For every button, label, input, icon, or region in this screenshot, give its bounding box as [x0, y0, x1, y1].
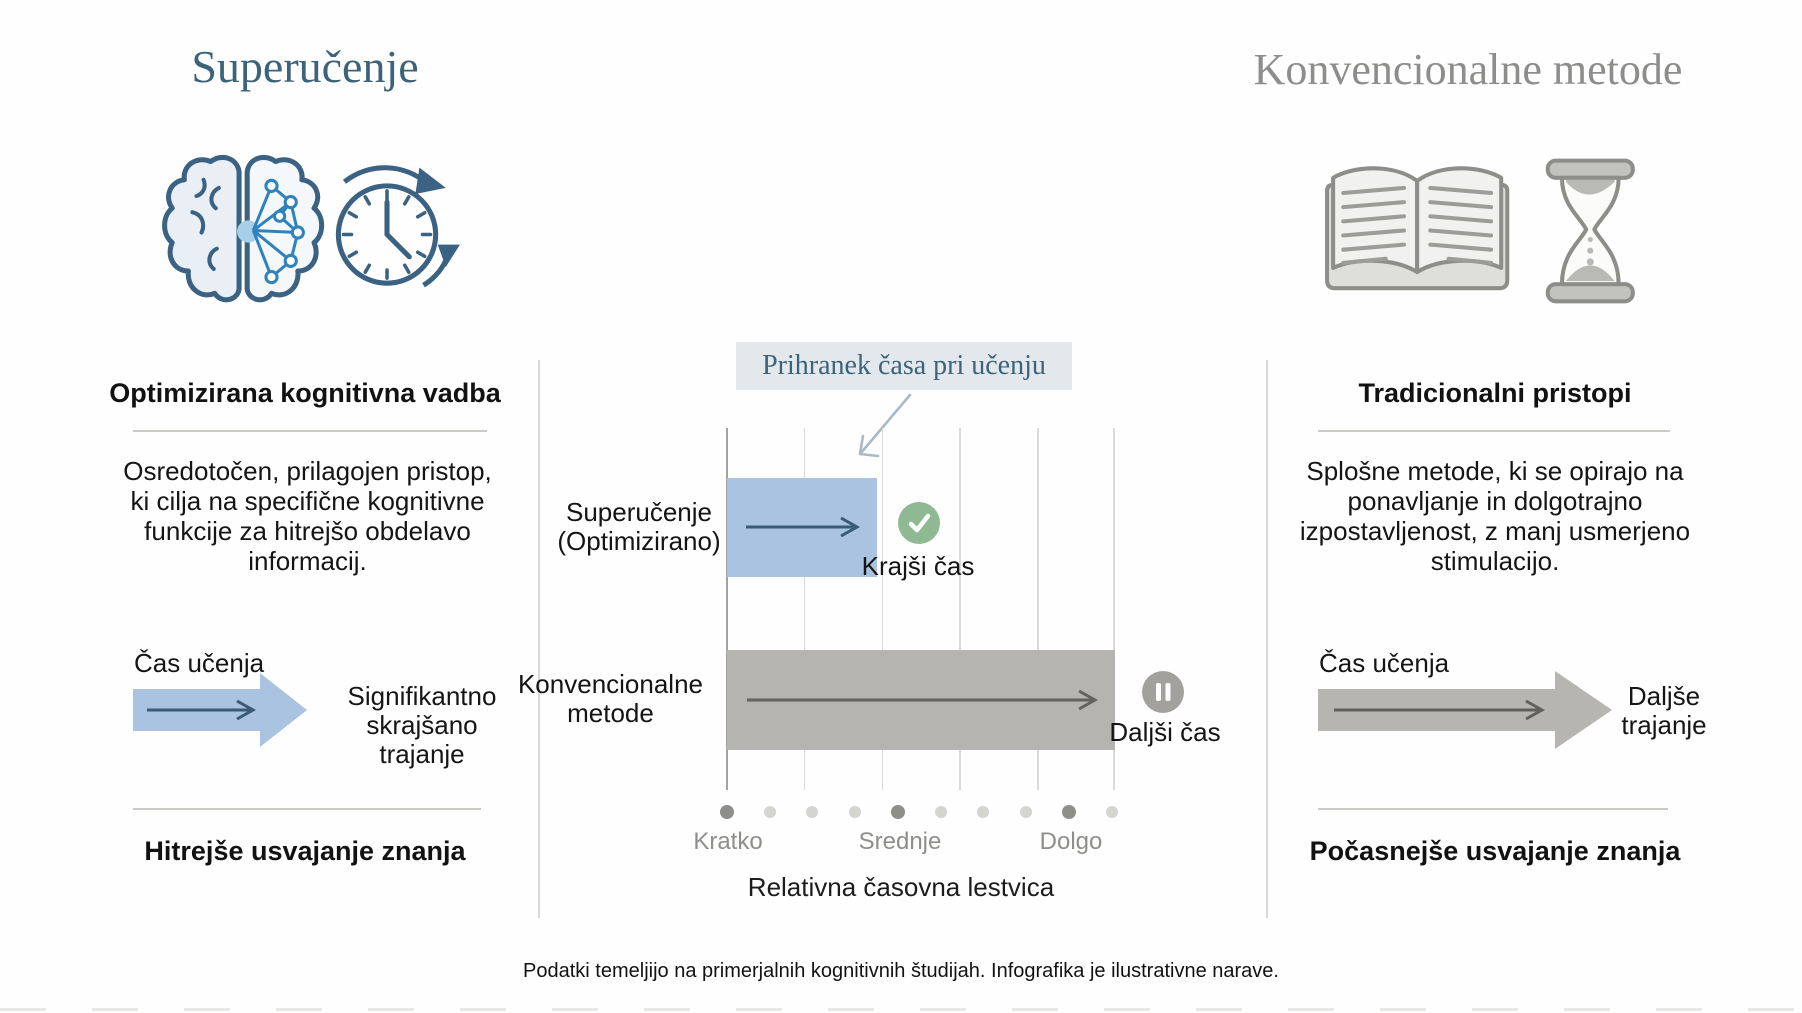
right-divider-bottom [1318, 808, 1668, 810]
chart-row-label-konvencionalne: Konvencionalne metode [517, 669, 704, 728]
left-divider-top [133, 430, 487, 432]
left-panel-paragraph: Osredotočen, prilagojen pristop, ki cilj… [123, 456, 492, 576]
pause-badge [1142, 671, 1184, 713]
axis-tick-srednje: Srednje [858, 828, 942, 855]
right-panel-summary: Počasnejše usvajanje znanja [1309, 836, 1681, 866]
scale-dot-dark [890, 805, 905, 819]
pause-icon [1156, 683, 1171, 701]
callout-pointer-arrow-icon [858, 393, 912, 458]
scale-dot-dark [1061, 805, 1076, 819]
scale-dot-dark [720, 805, 734, 819]
check-badge [898, 502, 940, 544]
scale-dot-light [806, 806, 819, 818]
chart-bar-superucenje [727, 478, 877, 577]
chart-caption-daljsi-cas: Daljši čas [1109, 717, 1221, 747]
right-panel-heading: Tradicionalni pristopi [1358, 378, 1632, 408]
right-arrow-caption: Daljše trajanje [1621, 681, 1707, 740]
chart-caption-krajsi-cas: Krajši čas [861, 551, 975, 581]
left-panel-title: Superučenje [191, 41, 419, 92]
left-panel-heading: Optimizirana kognitivna vadba [109, 378, 501, 408]
chart-row-label-superucenje: Superučenje (Optimizirano) [557, 497, 721, 556]
left-panel-summary: Hitrejše usvajanje znanja [144, 836, 466, 866]
bar-arrow-icon [746, 516, 861, 538]
scale-dot-light [764, 806, 777, 818]
relative-scale-dots [720, 804, 1118, 820]
footnote: Podatki temeljijo na primerjalnih kognit… [523, 960, 1279, 982]
right-divider-top [1318, 430, 1670, 432]
book-hourglass-icon [1325, 158, 1635, 304]
scale-dot-light [848, 806, 861, 818]
chart-gridlines [726, 428, 1115, 790]
axis-title: Relativna časovna lestvica [747, 872, 1055, 902]
axis-tick-kratko: Kratko [693, 828, 763, 855]
brain-network-clock-icon [162, 154, 460, 303]
scale-dot-light [1105, 806, 1118, 818]
axis-tick-dolgo: Dolgo [1039, 828, 1103, 855]
bottom-dashed-strip [0, 1008, 1802, 1011]
separator-left [538, 360, 540, 918]
scale-dot-light [935, 806, 948, 818]
time-savings-callout: Prihranek časa pri učenju [736, 342, 1072, 390]
right-panel-paragraph: Splošne metode, ki se opirajo na ponavlj… [1299, 456, 1691, 576]
right-time-label: Čas učenja [1319, 648, 1450, 678]
separator-right [1266, 360, 1268, 918]
right-panel-title: Konvencionalne metode [1253, 45, 1683, 94]
check-icon [908, 513, 931, 533]
scale-dot-light [977, 806, 990, 818]
long-duration-arrow-icon [1318, 671, 1612, 749]
short-duration-arrow-icon [133, 673, 307, 747]
left-divider-bottom [133, 808, 481, 810]
left-time-label: Čas učenja [134, 648, 265, 678]
chart-bar-konvencionalne [727, 650, 1115, 750]
bar-arrow-icon [747, 689, 1099, 711]
left-arrow-caption: Signifikantno skrajšano trajanje [347, 681, 497, 769]
scale-dot-light [1019, 806, 1032, 818]
